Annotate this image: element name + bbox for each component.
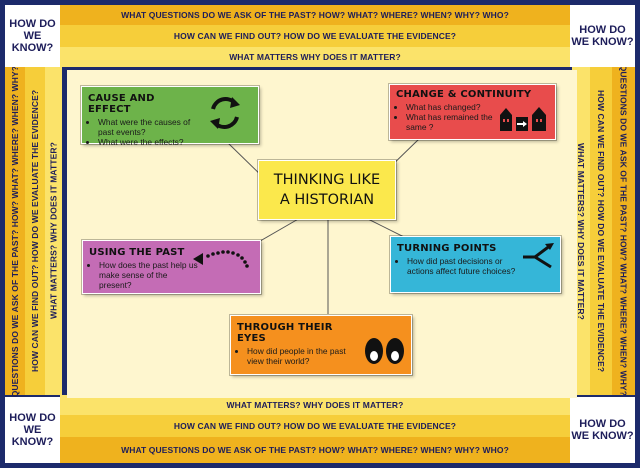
corner-line2: WE KNOW? (571, 36, 634, 48)
box-list: How does the past help us make sense of … (89, 260, 199, 290)
central-title-line1: THINKING LIKE (273, 172, 381, 188)
corner-line2: WE KNOW? (571, 430, 634, 442)
band-text: HOW CAN WE FIND OUT? HOW DO WE EVALUATE … (596, 89, 606, 373)
box-list: How did people in the past view their wo… (237, 346, 361, 366)
box-title: USING THE PAST (89, 247, 185, 258)
box-item: How does the past help us make sense of … (99, 260, 199, 290)
band-text: HOW CAN WE FIND OUT? HOW DO WE EVALUATE … (173, 31, 457, 41)
box-change-and-continuity: CHANGE & CONTINUITY What has changed? Wh… (389, 84, 556, 140)
box-item: What were the causes of past events? (98, 117, 200, 137)
band-right-questions: WHAT QUESTIONS DO WE ASK OF THE PAST? HO… (612, 37, 635, 425)
eyes-icon (365, 338, 404, 364)
box-title: THROUGH THEIR EYES (237, 322, 333, 344)
corner-line1: HOW DO (9, 18, 56, 30)
band-right-evidence: HOW CAN WE FIND OUT? HOW DO WE EVALUATE … (590, 67, 612, 395)
central-title-line2: A HISTORIAN (279, 192, 375, 208)
band-bottom-questions: WHAT QUESTIONS DO WE ASK OF THE PAST? HO… (60, 437, 570, 463)
box-turning-content: TURNING POINTS How did past decisions or… (397, 243, 525, 276)
box-list: What has changed? What has remained the … (396, 102, 496, 132)
box-item: What were the effects? (98, 137, 200, 147)
band-text: WHAT MATTERS WHY DOES IT MATTER? (229, 52, 401, 62)
band-text: WHAT QUESTIONS DO WE ASK OF THE PAST? HO… (121, 445, 509, 455)
band-top-evidence: HOW CAN WE FIND OUT? HOW DO WE EVALUATE … (60, 25, 570, 47)
dotted-arrow-icon (193, 250, 249, 268)
box-title: CAUSE AND EFFECT (88, 93, 155, 115)
box-using-content: USING THE PAST How does the past help us… (89, 247, 199, 290)
box-change-content: CHANGE & CONTINUITY What has changed? Wh… (396, 89, 532, 132)
corner-line2: WE KNOW? (11, 424, 54, 448)
cycle-arrows-icon (210, 97, 240, 129)
corner-line1: HOW DO (579, 24, 626, 36)
box-title: CHANGE & CONTINUITY (396, 89, 532, 100)
band-text: WHAT QUESTIONS DO WE ASK OF THE PAST? HO… (618, 37, 629, 425)
box-item: What has changed? (406, 102, 496, 112)
box-item: How did past decisions or actions affect… (407, 256, 525, 276)
box-item: What has remained the same ? (406, 112, 496, 132)
box-list: What were the causes of past events? Wha… (88, 117, 200, 147)
box-item: How did people in the past view their wo… (247, 346, 361, 366)
corner-line1: HOW DO (9, 412, 56, 424)
box-turning-points: TURNING POINTS How did past decisions or… (390, 236, 561, 293)
box-cause-content: CAUSE AND EFFECT What were the causes of… (88, 93, 200, 147)
band-top-matters: WHAT MATTERS WHY DOES IT MATTER? (60, 47, 570, 67)
buildings-icon (500, 107, 546, 131)
band-text: HOW CAN WE FIND OUT? HOW DO WE EVALUATE … (173, 421, 457, 431)
band-text: WHAT MATTERS? WHY DOES IT MATTER? (576, 142, 586, 320)
corner-line1: HOW DO (579, 418, 626, 430)
band-text: WHAT MATTERS? WHY DOES IT MATTER? (226, 400, 404, 410)
band-bottom-matters: WHAT MATTERS? WHY DOES IT MATTER? (60, 395, 570, 415)
box-cause-and-effect: CAUSE AND EFFECT What were the causes of… (81, 86, 259, 147)
box-list: How did past decisions or actions affect… (397, 256, 525, 276)
corner-line2: WE KNOW? (11, 30, 54, 54)
box-through-their-eyes: THROUGH THEIR EYES How did people in the… (230, 315, 412, 375)
band-top-questions: WHAT QUESTIONS DO WE ASK OF THE PAST? HO… (60, 5, 570, 25)
band-text: WHAT QUESTIONS DO WE ASK OF THE PAST? HO… (121, 10, 509, 20)
box-using-the-past: USING THE PAST How does the past help us… (82, 240, 261, 294)
branching-arrow-icon (523, 243, 554, 269)
central-title: THINKING LIKE A HISTORIAN (258, 160, 396, 220)
box-eyes-content: THROUGH THEIR EYES How did people in the… (237, 322, 361, 366)
band-bottom-evidence: HOW CAN WE FIND OUT? HOW DO WE EVALUATE … (60, 415, 570, 437)
box-title: TURNING POINTS (397, 243, 497, 254)
